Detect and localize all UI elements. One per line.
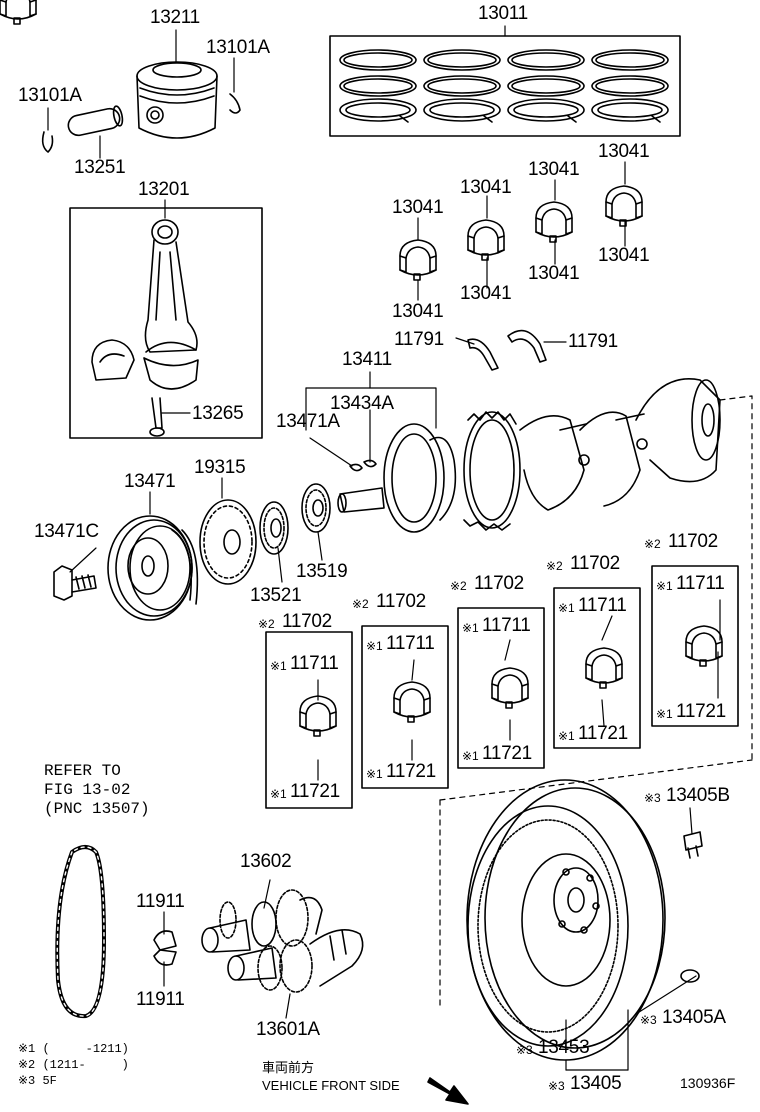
note-mark-1: ※1 (366, 767, 383, 781)
part-label-13471A[interactable]: 13471A (276, 411, 340, 432)
part-label-13011[interactable]: 13011 (478, 3, 528, 24)
part-label-11791-left[interactable]: 11791 (394, 329, 444, 350)
vehicle-front-en: VEHICLE FRONT SIDE (262, 1078, 400, 1093)
note-mark-3: ※3 (644, 791, 661, 805)
piston-ring-set-drawing (329, 35, 681, 137)
part-label-11911-top[interactable]: 11911 (136, 891, 185, 912)
part-label-13405[interactable]: 13405 (570, 1073, 622, 1094)
legend-note-1: ※1 ( -1211) (18, 1042, 129, 1056)
part-label-13405A[interactable]: 13405A (662, 1007, 726, 1028)
refer-note-line-1: REFER TO (44, 762, 121, 780)
front-direction-arrow (427, 1077, 469, 1105)
part-label-11721[interactable]: 11721 (386, 761, 436, 782)
main-bearings-upper-drawing (0, 0, 643, 371)
note-mark-3: ※3 (548, 1079, 565, 1093)
note-mark-3: ※3 (516, 1043, 533, 1057)
part-label-13519[interactable]: 13519 (296, 561, 348, 582)
part-label-11911-bottom[interactable]: 11911 (136, 989, 185, 1010)
part-label-13041[interactable]: 13041 (598, 245, 650, 266)
leader-lines (47, 25, 721, 1071)
part-label-13471[interactable]: 13471 (124, 471, 176, 492)
part-label-11702[interactable]: 11702 (376, 591, 426, 612)
note-mark-1: ※1 (270, 659, 287, 673)
part-label-13211[interactable]: 13211 (150, 7, 200, 28)
legend-note-3: ※3 5F (18, 1074, 57, 1088)
crankshaft-drawing (305, 378, 753, 763)
note-mark-1: ※1 (366, 639, 383, 653)
part-label-11721[interactable]: 11721 (676, 701, 726, 722)
part-label-13602[interactable]: 13602 (240, 851, 292, 872)
part-label-13201[interactable]: 13201 (138, 179, 190, 200)
part-label-13101A-left[interactable]: 13101A (18, 85, 82, 106)
vehicle-front-jp: 車両前方 (262, 1060, 315, 1075)
refer-note-line-2[interactable]: FIG 13-02 (44, 781, 131, 799)
part-label-13041[interactable]: 13041 (528, 263, 580, 284)
part-label-11711[interactable]: 11711 (386, 633, 435, 654)
part-label-11702[interactable]: 11702 (668, 531, 718, 552)
part-label-11721[interactable]: 11721 (578, 723, 628, 744)
flywheel-drawing (439, 759, 753, 1061)
part-label-13041[interactable]: 13041 (598, 141, 650, 162)
part-label-13434A[interactable]: 13434A (330, 393, 394, 414)
part-label-11711[interactable]: 11711 (290, 653, 339, 674)
part-label-13405B[interactable]: 13405B (666, 785, 730, 806)
part-label-11702[interactable]: 11702 (570, 553, 620, 574)
note-mark-2: ※2 (644, 537, 661, 551)
part-label-13041[interactable]: 13041 (528, 159, 580, 180)
note-mark-1: ※1 (270, 787, 287, 801)
piston-drawing (41, 61, 241, 153)
part-label-13041[interactable]: 13041 (460, 177, 512, 198)
note-mark-1: ※1 (558, 601, 575, 615)
connecting-rod-drawing (69, 207, 263, 439)
note-mark-1: ※1 (656, 707, 673, 721)
part-label-13601A[interactable]: 13601A (256, 1019, 320, 1040)
refer-note-line-3: (PNC 13507) (44, 800, 150, 818)
part-label-13411[interactable]: 13411 (342, 349, 392, 370)
part-label-13521[interactable]: 13521 (250, 585, 302, 606)
part-label-13265[interactable]: 13265 (192, 403, 244, 424)
part-label-11721[interactable]: 11721 (290, 781, 340, 802)
part-label-11711[interactable]: 11711 (482, 615, 531, 636)
crank-bearing-boxes (265, 565, 739, 809)
timing-sprocket (199, 499, 257, 585)
note-mark-1: ※1 (462, 749, 479, 763)
part-label-13041[interactable]: 13041 (460, 283, 512, 304)
part-label-11721[interactable]: 11721 (482, 743, 532, 764)
figure-code: 130936F (680, 1075, 736, 1091)
note-mark-2: ※2 (450, 579, 467, 593)
note-mark-3: ※3 (640, 1013, 657, 1027)
part-label-11702[interactable]: 11702 (474, 573, 524, 594)
part-label-19315[interactable]: 19315 (194, 457, 246, 478)
balance-shaft-drawing (153, 889, 364, 993)
part-label-13251[interactable]: 13251 (74, 157, 126, 178)
note-mark-2: ※2 (352, 597, 369, 611)
legend-note-2: ※2 (1211- ) (18, 1058, 129, 1072)
note-mark-2: ※2 (258, 617, 275, 631)
timing-chain-drawing (55, 845, 106, 1019)
pulley-and-sprockets-drawing (53, 483, 331, 621)
part-label-13041[interactable]: 13041 (392, 301, 444, 322)
part-label-11711[interactable]: 11711 (676, 573, 725, 594)
note-mark-1: ※1 (656, 579, 673, 593)
part-label-13041[interactable]: 13041 (392, 197, 444, 218)
part-label-11711[interactable]: 11711 (578, 595, 627, 616)
part-label-13453[interactable]: 13453 (538, 1037, 590, 1058)
note-mark-1: ※1 (462, 621, 479, 635)
note-mark-2: ※2 (546, 559, 563, 573)
part-label-11702[interactable]: 11702 (282, 611, 332, 632)
part-label-11791-right[interactable]: 11791 (568, 331, 618, 352)
part-label-13471C[interactable]: 13471C (34, 521, 99, 542)
note-mark-1: ※1 (558, 729, 575, 743)
part-label-13101A-right[interactable]: 13101A (206, 37, 270, 58)
